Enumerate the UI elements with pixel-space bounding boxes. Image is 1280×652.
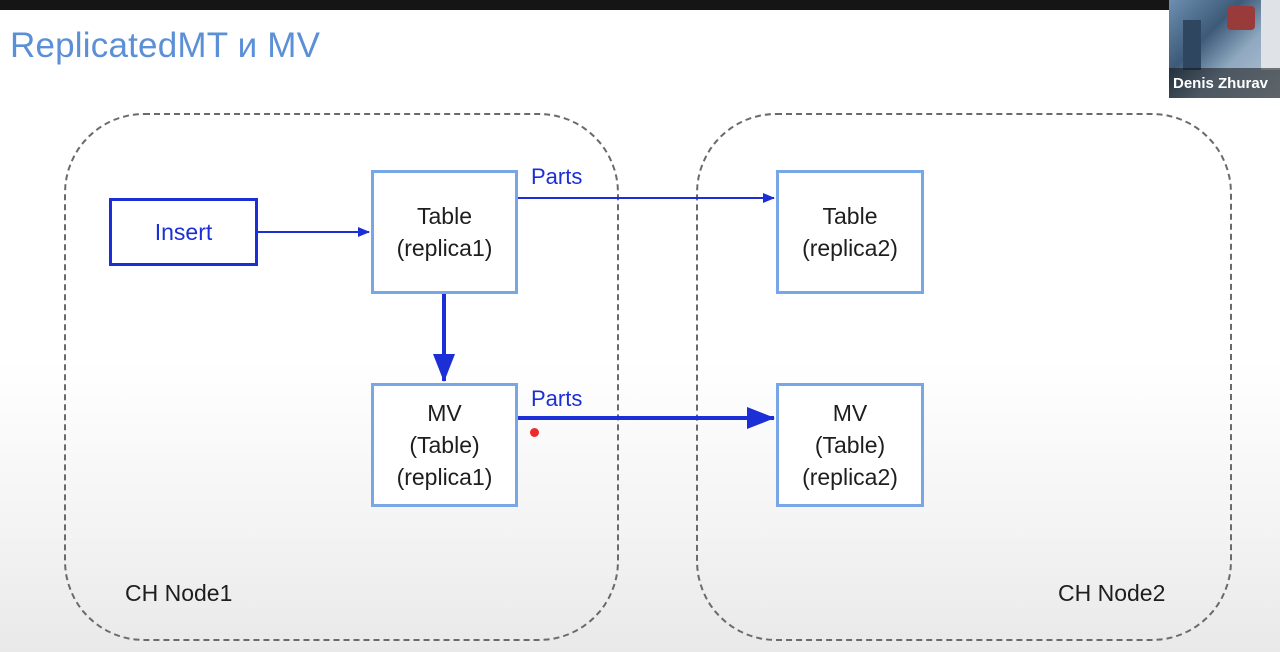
ch-node1-label: CH Node1 xyxy=(125,580,233,606)
ch-node2-label: CH Node2 xyxy=(1058,580,1166,606)
table-replica2-line2: (replica2) xyxy=(802,235,898,261)
table-replica1-line2: (replica1) xyxy=(396,235,493,261)
parts-label-bottom: Parts xyxy=(531,386,583,411)
mv-replica2-line3: (replica2) xyxy=(802,464,898,490)
table-replica1-box: Table (replica1) xyxy=(371,170,518,294)
webcam-video-detail xyxy=(1227,6,1255,30)
mv-replica2-line1: MV xyxy=(832,400,868,426)
participant-name: Denis Zhurav xyxy=(1173,75,1269,92)
insert-label: Insert xyxy=(154,219,213,245)
webcam-name-strip xyxy=(1169,68,1280,98)
parts-label-top: Parts xyxy=(531,164,583,189)
ch-node1-frame xyxy=(64,113,619,641)
mv-replica1-box: MV (Table) (replica1) xyxy=(371,383,518,507)
table-replica1-line1: Table xyxy=(417,203,472,229)
mv-replica1-line2: (Table) xyxy=(409,432,480,458)
webcam-thumbnail[interactable]: Denis Zhurav xyxy=(1169,0,1280,98)
mv-replica1-line1: MV xyxy=(427,400,462,426)
mv-replica2-box: MV (Table) (replica2) xyxy=(776,383,924,507)
table-replica2-box: Table (replica2) xyxy=(776,170,924,294)
slide-title: ReplicatedMT и MV xyxy=(10,26,321,65)
top-bar xyxy=(0,0,1280,10)
insert-box: Insert xyxy=(109,198,258,266)
mv-replica2-line2: (Table) xyxy=(814,432,886,458)
webcam-video-detail xyxy=(1261,0,1280,70)
ch-node2-frame xyxy=(696,113,1232,641)
mv-replica1-line3: (replica1) xyxy=(396,464,493,490)
laser-pointer-dot xyxy=(530,428,539,437)
table-replica2-line1: Table xyxy=(822,203,878,229)
webcam-video-detail xyxy=(1183,20,1201,70)
